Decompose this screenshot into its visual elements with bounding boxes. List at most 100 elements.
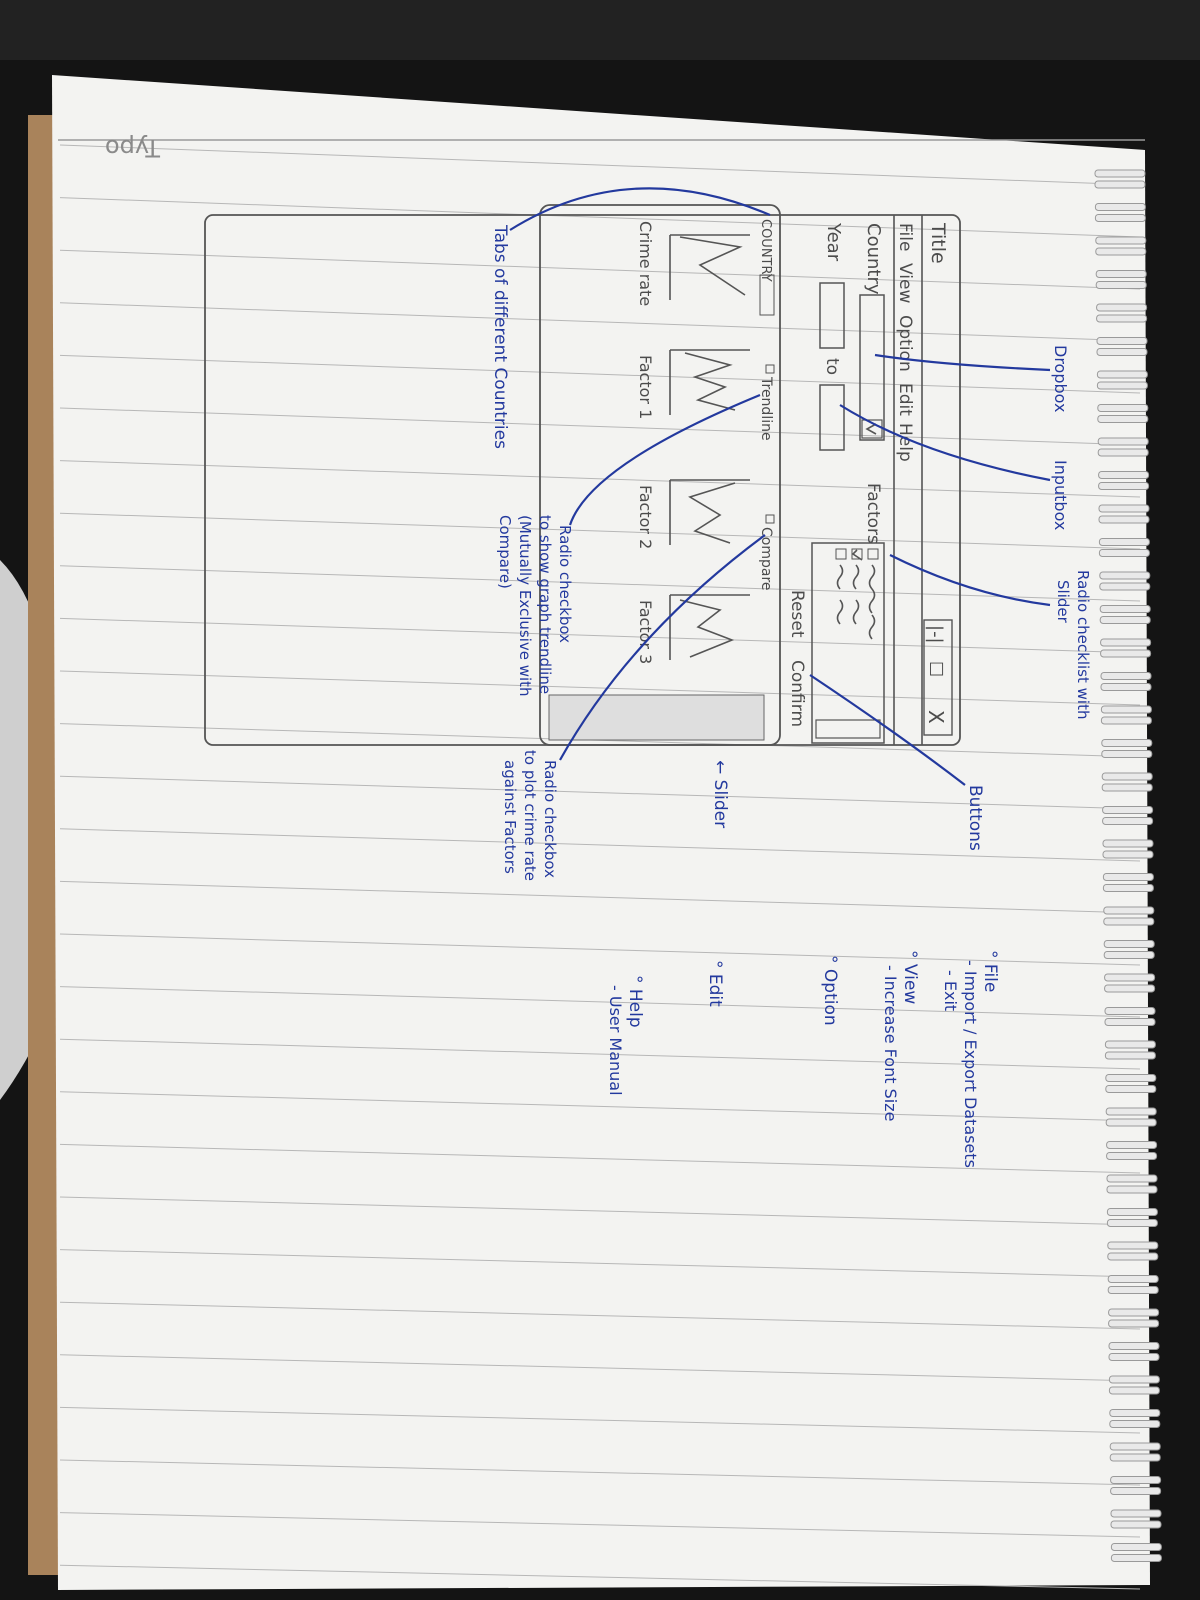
factors-checklist: [811, 542, 885, 744]
reset-button[interactable]: Reset: [787, 590, 807, 638]
graph-factor-2: Factor 2: [636, 479, 750, 549]
country-dropdown[interactable]: [859, 294, 885, 441]
ruled-line: [59, 1301, 1141, 1330]
spiral-ring: [1107, 1241, 1159, 1250]
spiral-ring: [1106, 1152, 1158, 1160]
ruled-line: [59, 1091, 1141, 1122]
year-to-input[interactable]: [819, 384, 845, 451]
annotation-tabs: Tabs of different Countries: [490, 224, 510, 449]
spiral-ring: [1097, 437, 1149, 446]
annotation-arrow: [874, 353, 1051, 372]
spiral-ring: [1094, 180, 1146, 189]
menu-notes: ° File - Import / Export Datasets - Exit…: [606, 950, 1000, 1168]
factor-checkbox[interactable]: [835, 548, 847, 560]
spiral-ring: [1098, 471, 1150, 479]
menu-option[interactable]: Option: [895, 315, 915, 372]
spiral-ring: [1103, 906, 1155, 915]
spiral-ring: [1098, 504, 1150, 513]
spiral-ring: [1104, 1051, 1156, 1060]
annotation-inputbox: Inputbox: [1051, 460, 1070, 530]
spiral-ring: [1100, 716, 1152, 725]
spiral-ring: [1100, 683, 1152, 691]
spiral-ring: [1107, 1275, 1159, 1283]
spiral-ring: [1099, 605, 1151, 613]
spiral-ring: [1094, 214, 1146, 222]
menu-help[interactable]: Help: [895, 423, 915, 462]
graph-label: Factor 3: [636, 600, 655, 664]
spiral-ring: [1105, 1107, 1157, 1116]
factor-checkbox[interactable]: [867, 548, 879, 560]
maximize-button[interactable]: ☐: [925, 661, 946, 677]
compare-checkbox[interactable]: Compare: [758, 527, 774, 591]
spiral-ring: [1102, 884, 1154, 892]
spiral-ring: [1098, 482, 1150, 490]
spiral-ring: [1107, 1286, 1159, 1294]
ruled-line: [59, 1196, 1141, 1226]
tab-country[interactable]: COUNTRY: [758, 219, 773, 282]
tab-strip[interactable]: [759, 274, 775, 316]
ruled-line: [59, 828, 1141, 862]
annotation-arrow: [559, 534, 766, 761]
menu-note-heading: ° View: [900, 950, 920, 1004]
spiral-ring: [1095, 270, 1147, 278]
spiral-ring: [1102, 839, 1154, 848]
factors-scrollbar[interactable]: [815, 719, 881, 739]
annotation-radio-plot: against Factors: [501, 760, 519, 874]
spiral-ring: [1109, 1409, 1161, 1417]
spiral-ring: [1106, 1208, 1158, 1216]
menu-view[interactable]: View: [895, 263, 915, 303]
spiral-ring: [1108, 1319, 1160, 1328]
minimize-button[interactable]: |-|: [925, 625, 946, 644]
spiral-ring: [1110, 1543, 1162, 1551]
ruled-line: [59, 1512, 1141, 1538]
spiral-ring: [1097, 415, 1149, 423]
confirm-button[interactable]: Confirm: [787, 660, 807, 727]
spiral-ring: [1107, 1252, 1159, 1261]
spiral-ring: [1096, 381, 1148, 390]
window-title: Title: [927, 222, 949, 264]
ruled-line: [59, 144, 1141, 186]
spiral-ring: [1110, 1509, 1162, 1518]
spiral-ring: [1104, 973, 1156, 982]
year-from-input[interactable]: [819, 282, 845, 349]
slider[interactable]: [548, 694, 765, 741]
graph-crime-rate: Crime rate: [636, 221, 750, 306]
ruled-line: [59, 933, 1141, 966]
graph-label: Factor 2: [636, 485, 655, 549]
trendline-checkbox-box[interactable]: [765, 364, 775, 374]
menu-file[interactable]: File: [895, 223, 915, 251]
annotation-arrow: [889, 554, 1051, 607]
spiral-ring: [1100, 672, 1152, 680]
spiral-ring: [1106, 1185, 1158, 1194]
ruled-line: [59, 1249, 1141, 1278]
year-label: Year: [823, 222, 844, 262]
spiral-ring: [1096, 348, 1148, 356]
spiral-ring: [1106, 1174, 1158, 1183]
spiral-ring: [1106, 1141, 1158, 1149]
spiral-ring: [1098, 538, 1150, 546]
annotation-arrow: [568, 393, 761, 526]
tab-panel: [539, 204, 781, 746]
notebook-page: [52, 75, 1150, 1590]
spiral-ring: [1096, 370, 1148, 379]
trendline-checkbox[interactable]: Trendline: [758, 376, 774, 441]
spiral-ring: [1097, 404, 1149, 412]
compare-checkbox-box[interactable]: [765, 514, 775, 524]
spiral-ring: [1103, 940, 1155, 948]
annotation-radio-checklist: Radio checklist with: [1074, 570, 1092, 719]
spiral-ring: [1104, 1040, 1156, 1049]
spiral-ring: [1100, 705, 1152, 714]
spiral-ring: [1095, 281, 1147, 289]
spiral-ring: [1109, 1420, 1161, 1428]
spiral-ring: [1105, 1074, 1157, 1082]
menu-edit[interactable]: Edit: [895, 383, 915, 416]
spiral-ring: [1101, 739, 1153, 747]
menu-note-item: - Import / Export Datasets: [961, 960, 980, 1168]
graph-label: Crime rate: [636, 221, 655, 306]
spiral-ring: [1109, 1453, 1161, 1462]
annotation-buttons: Buttons: [965, 785, 985, 851]
menu-note-heading: ° Edit: [705, 960, 725, 1007]
close-button[interactable]: X: [924, 710, 948, 724]
year-to-label: to: [822, 358, 842, 375]
